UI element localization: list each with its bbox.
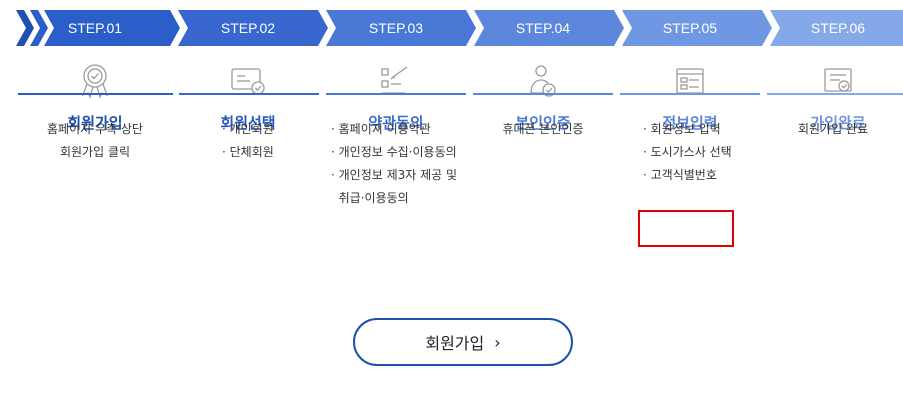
step-desc-4: 휴대폰 본인인증: [468, 118, 618, 141]
step-label-6: STEP.06: [811, 20, 865, 36]
step-title-3: 약관동의: [368, 114, 424, 132]
join-button[interactable]: 회원가입 ›: [353, 318, 573, 366]
step-title-6: 가입완료: [810, 114, 866, 132]
step-desc-line: 홈페이지 우측 상단: [47, 122, 143, 136]
step-desc-line: 회원가입 클릭: [59, 145, 131, 159]
step-arrow-2: [178, 10, 328, 46]
badge-icon: [20, 60, 170, 102]
step-arrow-5: [622, 10, 772, 46]
step-desc-line: · 도시가스사 선택: [643, 145, 732, 159]
id-card-check-icon: [173, 60, 323, 102]
step-desc-2: · 개인회원 · 단체회원: [222, 118, 322, 164]
step-label-5: STEP.05: [663, 20, 717, 36]
step-label-3: STEP.03: [369, 20, 423, 36]
step-arrow-3: [326, 10, 476, 46]
checklist-pen-icon: [321, 60, 471, 102]
step-desc-line: 취급·이용동의: [331, 191, 409, 205]
step-desc-line: · 홈페이지 이용약관: [331, 122, 431, 136]
step-underline-3: [326, 93, 466, 95]
step-title-1: 회원가입: [67, 114, 123, 132]
step-desc-line: · 개인정보 제3자 제공 및: [331, 168, 458, 182]
step-label-2: STEP.02: [221, 20, 275, 36]
highlight-box: [638, 210, 734, 247]
step-desc-line: · 고객식별번호: [643, 168, 717, 182]
step-label-1: STEP.01: [68, 20, 122, 36]
step-title-2: 회원선택: [220, 114, 276, 132]
step-underline-5: [620, 93, 760, 95]
step-desc-line: 휴대폰 본인인증: [502, 122, 584, 136]
step-progress-bar: STEP.01 STEP.02 STEP.03 STEP.04 STEP.05 …: [0, 10, 903, 46]
step-desc-line: · 개인회원: [222, 122, 274, 136]
step-desc-6: 회원가입 완료: [763, 118, 903, 141]
step-desc-line: · 개인정보 수집·이용동의: [331, 145, 457, 159]
step-title-4: 본인인증: [515, 114, 571, 132]
step-underline-4: [473, 93, 613, 95]
step-column-6: 가입완료: [763, 60, 903, 133]
step-arrow-4: [474, 10, 624, 46]
step-desc-5: · 회원정보 입력 · 도시가스사 선택 · 고객식별번호: [643, 118, 763, 187]
leading-chevron-1: [16, 10, 34, 46]
leading-chevron-2: [30, 10, 48, 46]
step-title-5: 정보입력: [662, 114, 718, 132]
form-document-icon: [615, 60, 765, 102]
step-arrow-6: [770, 10, 903, 46]
step-underline-1: [18, 93, 173, 95]
step-desc-line: · 회원정보 입력: [643, 122, 721, 136]
join-button-label: 회원가입: [425, 334, 485, 353]
document-check-icon: [763, 60, 903, 102]
step-underline-6: [767, 93, 903, 95]
chevron-right-icon: ›: [494, 332, 501, 352]
step-desc-line: · 단체회원: [222, 145, 274, 159]
person-check-icon: [468, 60, 618, 102]
step-underline-2: [179, 93, 319, 95]
step-desc-line: 회원가입 완료: [797, 122, 869, 136]
step-desc-3: · 홈페이지 이용약관 · 개인정보 수집·이용동의 · 개인정보 제3자 제공…: [331, 118, 481, 210]
step-desc-1: 홈페이지 우측 상단 회원가입 클릭: [20, 118, 170, 164]
step-label-4: STEP.04: [516, 20, 570, 36]
step-column-3: 약관동의: [321, 60, 471, 133]
step-arrow-1: [44, 10, 180, 46]
